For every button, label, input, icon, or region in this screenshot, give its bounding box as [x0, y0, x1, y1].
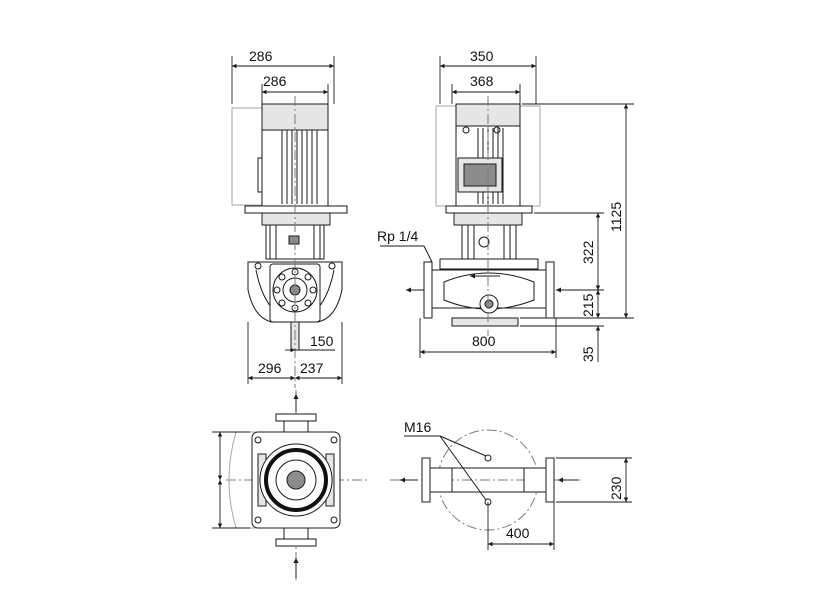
dim-side-right-base: 237	[300, 360, 324, 376]
side-view	[231, 96, 348, 388]
dim-side-offset: 150	[310, 333, 334, 349]
dim-front-top-inner: 368	[470, 73, 494, 89]
dim-plan-bolt-spacing: 400	[506, 525, 530, 541]
motor-fins	[281, 130, 318, 204]
dimension-labels: 286 286 150 296 237 350 368 800 1125 322…	[249, 48, 624, 541]
front-view	[380, 96, 574, 336]
front-inlet-flange	[423, 261, 433, 319]
dim-front-length: 800	[472, 333, 496, 349]
label-bolt-size: M16	[404, 419, 431, 435]
plan-view-base	[390, 429, 632, 550]
dim-front-flange-height: 215	[580, 293, 596, 317]
dim-front-base-height: 35	[580, 346, 596, 362]
plan-view-top	[212, 390, 370, 580]
plan-impeller-ring	[264, 448, 328, 512]
side-view-dimensions	[231, 56, 343, 384]
label-vent-connection: Rp 1/4	[377, 228, 418, 244]
front-outlet-flange	[545, 261, 555, 319]
dim-side-left-base: 296	[258, 360, 282, 376]
dim-side-top-inner: 286	[263, 73, 287, 89]
dim-front-motor-height: 322	[580, 240, 596, 264]
dim-front-top-outer: 350	[470, 48, 494, 64]
front-view-dimensions	[419, 56, 634, 362]
dim-plan-flange-width: 230	[608, 476, 624, 500]
dim-side-top-outer: 286	[249, 48, 273, 64]
dim-front-total-height: 1125	[608, 202, 624, 232]
